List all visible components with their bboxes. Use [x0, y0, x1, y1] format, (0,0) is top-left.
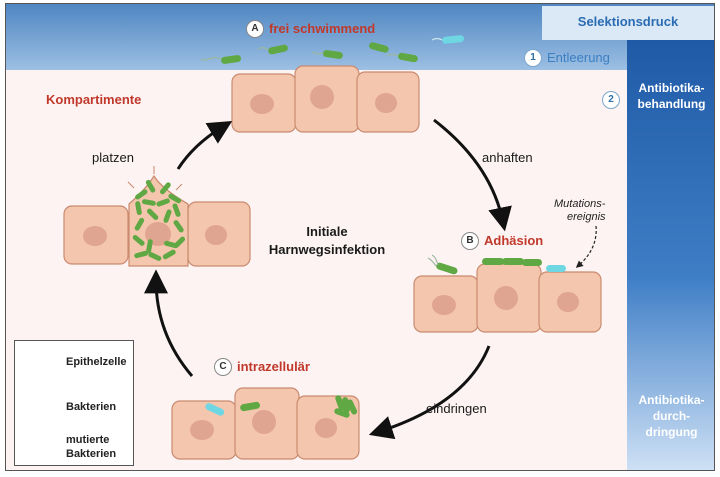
step-3-line-1: Antibiotika-: [638, 393, 705, 407]
step-1-marker: 1: [524, 49, 542, 67]
stage-b-marker: B: [461, 232, 479, 250]
attach-label: anhaften: [482, 150, 533, 165]
legend-epithelial: Epithelzelle: [66, 356, 127, 368]
stage-c-marker: C: [214, 358, 232, 376]
mutation-label-1: Mutations-: [554, 198, 606, 210]
step-2-line-2: behandlung: [637, 97, 706, 111]
step-2-marker: 2: [602, 91, 620, 109]
diagram-canvas: [6, 4, 714, 470]
burst-label: platzen: [92, 150, 134, 165]
legend: [14, 340, 134, 466]
step-2-line-1: Antibiotika-: [638, 81, 705, 95]
cells-adhesion: [413, 254, 602, 333]
diagram-frame: A B C frei schwimmend Adhäsion intrazell…: [5, 3, 715, 471]
selection-title-box: [542, 6, 714, 40]
center-label-2: Harnwegsinfektion: [268, 242, 386, 257]
selection-pressure-band: [627, 40, 714, 470]
cycle-arrows: [144, 118, 512, 440]
arrow-attach: [433, 118, 512, 232]
invade-label: eindringen: [426, 401, 487, 416]
legend-mutated-2: Bakterien: [66, 448, 117, 460]
arrow-to-top: [176, 121, 233, 170]
legend-bacteria: Bakterien: [66, 401, 117, 413]
step-3-line-2: durch-: [652, 409, 691, 423]
stage-a-marker: A: [246, 20, 264, 38]
cells-intracellular: [171, 387, 360, 460]
mutation-arrow: [575, 225, 597, 268]
stage-b-label: Adhäsion: [484, 233, 544, 248]
stage-a-label: frei schwimmend: [269, 21, 376, 36]
stage-c-label: intrazellulär: [237, 359, 310, 374]
free-bacteria: [200, 35, 465, 64]
cells-top: [231, 65, 420, 133]
step-1-label: Entleerung: [547, 50, 610, 65]
arrow-burst-up: [144, 269, 194, 377]
mutation-label-2: ereignis: [567, 211, 606, 223]
selection-title: Selektionsdruck: [577, 14, 679, 29]
arrow-invade: [368, 345, 491, 440]
step-3-line-3: dringung: [645, 425, 698, 439]
legend-mutated-1: mutierte: [66, 434, 110, 446]
cells-burst: [63, 166, 251, 267]
compartments-label: Kompartimente: [46, 92, 142, 107]
center-label-1: Initiale: [306, 224, 348, 239]
